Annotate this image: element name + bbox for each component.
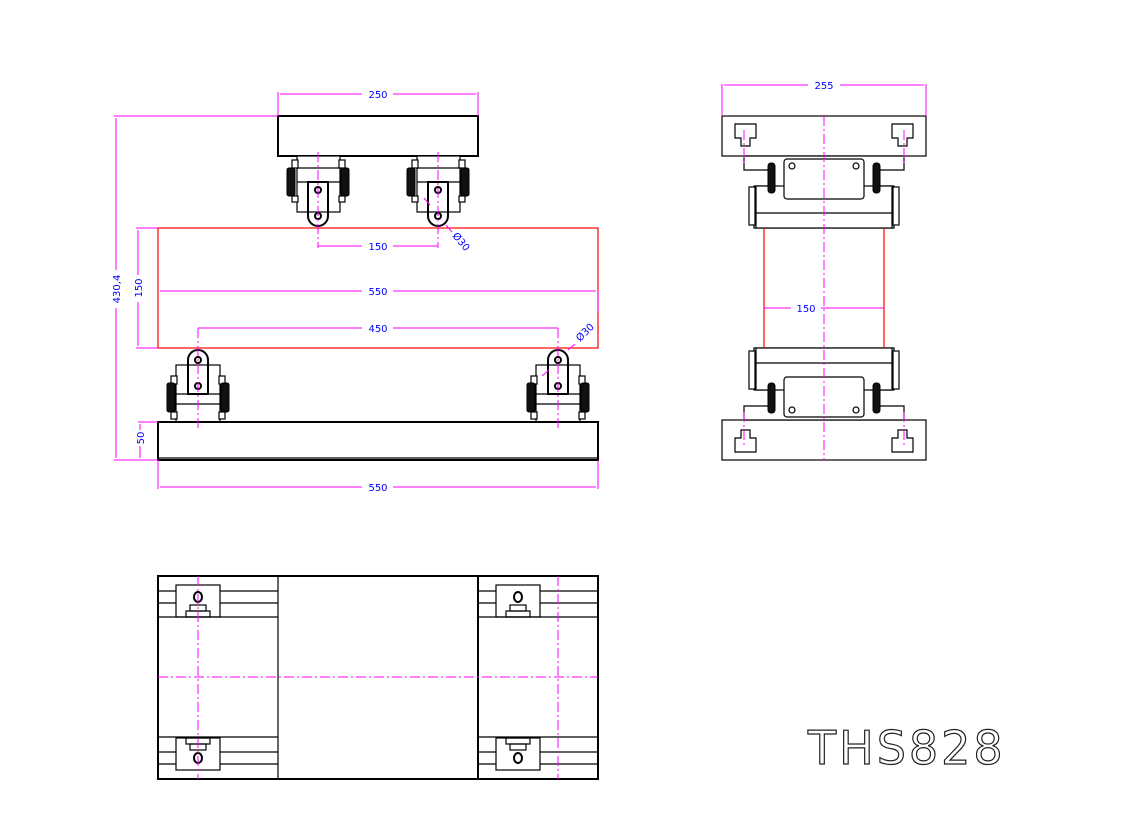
svg-text:50: 50 xyxy=(136,432,147,445)
dimension-550-specimen: 550 xyxy=(160,287,599,312)
plan-roller-top-right xyxy=(477,584,599,618)
plan-roller-top-left xyxy=(157,584,279,618)
plan-view xyxy=(157,575,599,780)
plan-roller-bottom-left xyxy=(157,737,279,771)
dimension-150-width: 150 xyxy=(764,304,884,315)
dimension-550-base: 550 xyxy=(157,460,599,494)
svg-text:150: 150 xyxy=(368,242,387,253)
svg-text:150: 150 xyxy=(796,304,815,315)
plan-roller-bottom-right xyxy=(477,737,599,771)
svg-text:450: 450 xyxy=(368,324,387,335)
svg-text:250: 250 xyxy=(368,90,387,101)
svg-text:550: 550 xyxy=(368,287,387,298)
svg-text:550: 550 xyxy=(368,483,387,494)
side-view: 255 150 xyxy=(721,81,927,461)
dimension-50: 50 xyxy=(136,421,158,458)
front-view: 250 430,4 150 50 550 450 150 Ø30 xyxy=(112,90,599,494)
dimension-255: 255 xyxy=(721,81,927,116)
top-loading-plate xyxy=(277,115,479,157)
dimension-430-4: 430,4 xyxy=(112,115,278,461)
drawing-title: THS828 xyxy=(807,721,1006,775)
svg-text:430,4: 430,4 xyxy=(112,275,123,304)
dimension-250: 250 xyxy=(277,90,479,116)
svg-text:Ø30: Ø30 xyxy=(574,321,597,344)
svg-text:Ø30: Ø30 xyxy=(450,230,472,254)
specimen-beam xyxy=(157,227,599,349)
dimension-150-upper-span: 150 xyxy=(318,242,438,253)
svg-text:255: 255 xyxy=(814,81,833,92)
dimension-450: 450 xyxy=(198,324,558,335)
base-plate xyxy=(157,421,599,461)
dimension-150-height: 150 xyxy=(134,227,158,349)
svg-text:150: 150 xyxy=(134,278,145,297)
